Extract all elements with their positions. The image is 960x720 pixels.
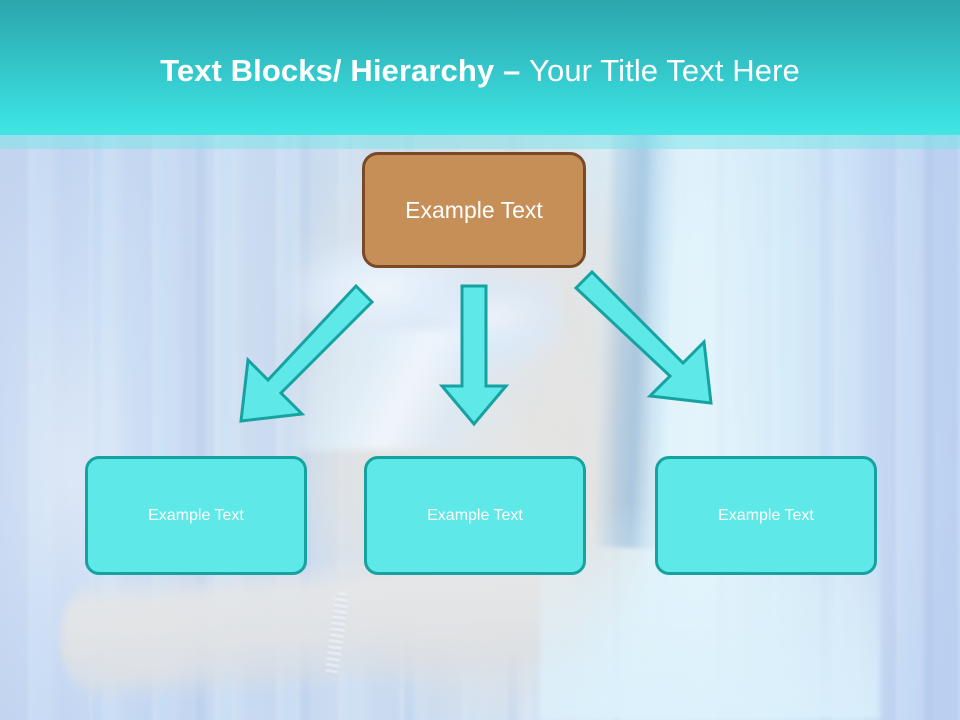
page-title-light: Your Title Text Here <box>529 53 800 88</box>
header-underlay-strip <box>0 135 960 149</box>
hierarchy-child-label-1: Example Text <box>148 506 244 524</box>
header-band <box>0 0 960 135</box>
hierarchy-child-box-1[interactable]: Example Text <box>85 456 307 575</box>
hierarchy-parent-box[interactable]: Example Text <box>362 152 586 268</box>
hierarchy-child-box-3[interactable]: Example Text <box>655 456 877 575</box>
page-title-bold: Text Blocks/ Hierarchy – <box>160 53 530 88</box>
hierarchy-parent-label: Example Text <box>405 196 543 223</box>
hierarchy-child-label-2: Example Text <box>427 506 523 524</box>
hierarchy-child-box-2[interactable]: Example Text <box>364 456 586 575</box>
page-title: Text Blocks/ Hierarchy – Your Title Text… <box>0 52 960 90</box>
hierarchy-child-label-3: Example Text <box>718 506 814 524</box>
